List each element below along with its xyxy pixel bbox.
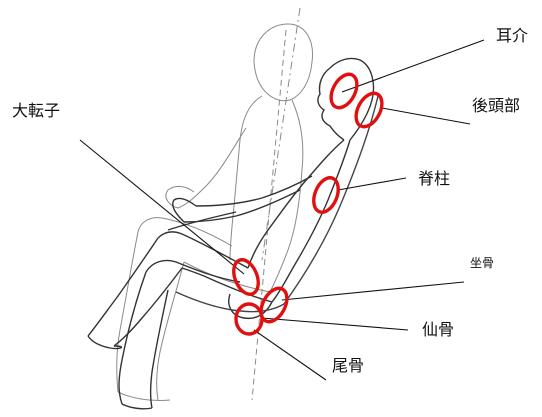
leader-occiput	[382, 108, 470, 124]
leader-sacrum	[262, 318, 408, 330]
label-sacrum: 仙骨	[422, 322, 454, 338]
fg-other-calf-outline	[151, 290, 169, 408]
marker-greater-trochanter	[229, 256, 263, 298]
label-auricle: 耳介	[496, 28, 528, 44]
label-greater-trochanter: 大転子	[12, 103, 60, 119]
leader-spine	[338, 178, 406, 190]
fg-shin-outline	[88, 238, 158, 336]
label-ischium: 坐骨	[470, 257, 494, 269]
background-figure	[117, 8, 313, 401]
pressure-markers	[229, 70, 387, 334]
bg-front-outline	[230, 96, 262, 260]
fg-chest-outline	[248, 140, 344, 268]
fg-arm-outline	[196, 176, 312, 206]
leader-auricle	[342, 40, 484, 92]
bg-foot-outline	[118, 392, 170, 401]
leader-ischium	[282, 282, 464, 300]
bg-arm-outline	[178, 128, 246, 208]
fg-back-outline	[272, 140, 350, 302]
leader-coccyx	[254, 330, 326, 380]
bg-hand-outline	[166, 186, 194, 208]
bg-reference-line-2	[262, 8, 300, 260]
fg-other-foot-outline	[122, 404, 152, 409]
leader-greater-trochanter	[80, 140, 244, 274]
fg-foot-outline	[88, 336, 122, 349]
label-coccyx: 尾骨	[332, 358, 364, 374]
label-spine: 脊柱	[418, 171, 450, 187]
bg-reference-line	[252, 30, 286, 400]
label-occiput: 後頭部	[472, 98, 520, 114]
